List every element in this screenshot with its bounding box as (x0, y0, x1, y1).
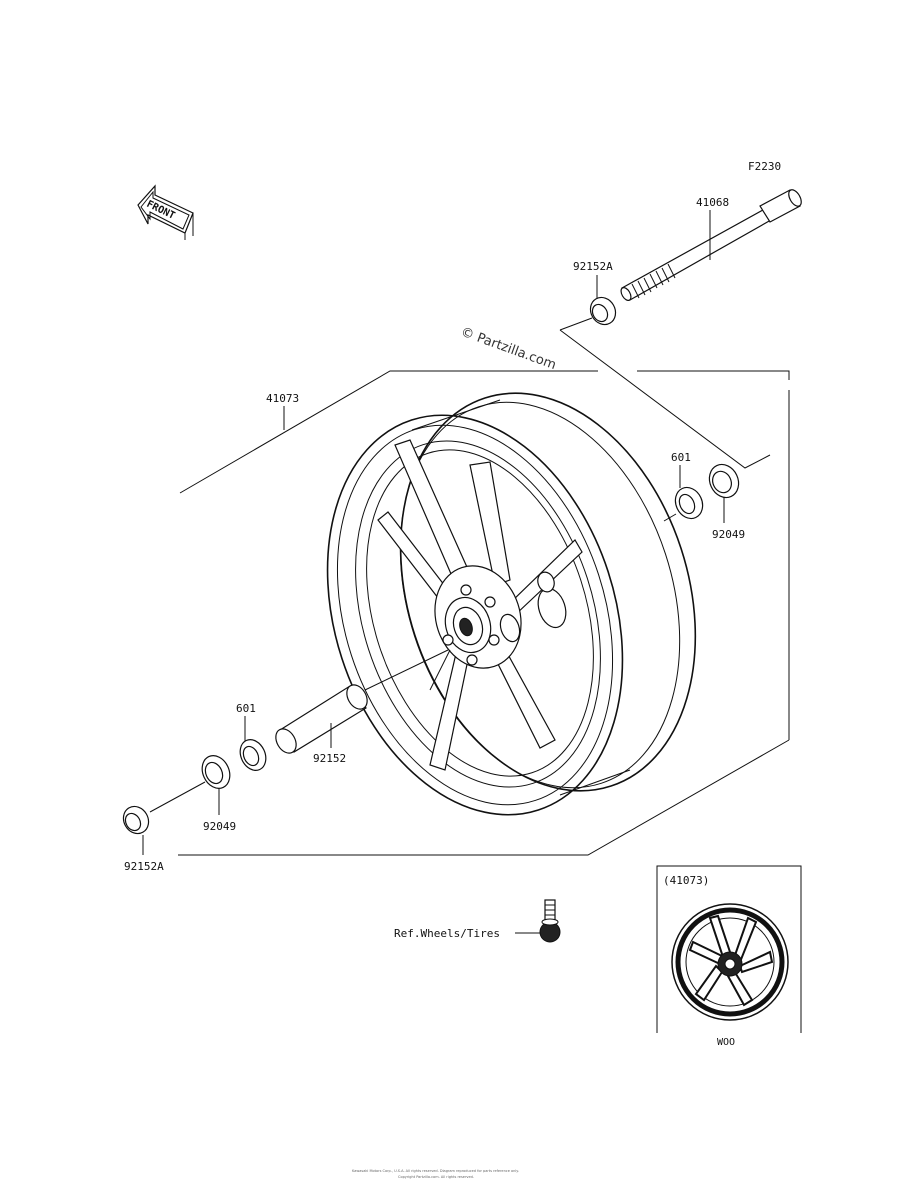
axle (620, 189, 802, 301)
ref-wheels-tires: Ref.Wheels/Tires (394, 927, 500, 940)
seal-right (708, 463, 740, 499)
inset-title: (41073) (663, 874, 709, 887)
label-601-left: 601 (236, 702, 256, 715)
label-92152a-bottom: 92152A (124, 860, 164, 873)
label-41068: 41068 (696, 196, 729, 209)
inset-wheel-icon (671, 903, 789, 1021)
label-601-right: 601 (671, 451, 691, 464)
front-arrow-icon: FRONT (137, 184, 194, 240)
bearing-left (239, 739, 267, 771)
inset-caption: WOO (717, 1037, 735, 1048)
inset-box: (41073) WOO (656, 865, 802, 1048)
collar-bottom (122, 805, 150, 835)
diagram-code: F2230 (748, 160, 781, 173)
label-92152: 92152 (313, 752, 346, 765)
footer-line-2: Copyright Partzilla.com. All rights rese… (398, 1175, 474, 1179)
bearing-right (674, 486, 704, 520)
label-92049-left: 92049 (203, 820, 236, 833)
front-wheel (326, 392, 697, 816)
label-92049-right: 92049 (712, 528, 745, 541)
watermark: © Partzilla.com (459, 325, 558, 373)
collar-top (589, 296, 617, 326)
label-41073: 41073 (266, 392, 299, 405)
seal-left (201, 755, 231, 789)
footer-line-1: Kawasaki Motors Corp., U.S.A. All rights… (352, 1169, 519, 1173)
spacer (275, 684, 368, 754)
label-92152a-top: 92152A (573, 260, 613, 273)
valve-stem-icon (539, 899, 561, 943)
